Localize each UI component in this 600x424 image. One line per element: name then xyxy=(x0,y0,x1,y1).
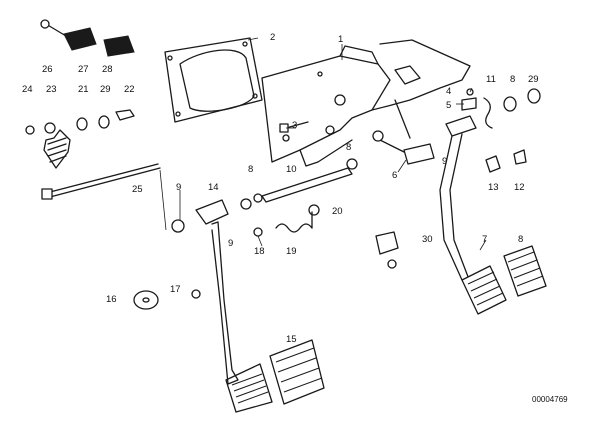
label-6: 6 xyxy=(392,170,397,181)
label-11: 11 xyxy=(486,74,496,85)
stop-light-switch xyxy=(372,130,435,165)
spring-assembly xyxy=(25,109,135,169)
label-12: 12 xyxy=(514,182,525,193)
pedal-pad-8 xyxy=(503,245,547,297)
document-id: 00004769 xyxy=(532,395,568,404)
label-30: 30 xyxy=(422,234,433,245)
label-22: 22 xyxy=(124,84,135,95)
label-9: 9 xyxy=(176,182,181,193)
label-13: 13 xyxy=(488,182,499,193)
return-spring xyxy=(253,204,320,237)
label-10: 10 xyxy=(286,164,297,175)
label-25: 25 xyxy=(132,184,143,195)
label-3: 3 xyxy=(292,120,297,131)
pedal-bracket xyxy=(261,39,471,167)
label-5: 5 xyxy=(446,100,451,111)
gasket-plate xyxy=(164,37,263,123)
washer-16 xyxy=(133,290,159,310)
label-8-mid: 8 xyxy=(248,164,253,175)
part-labels: 1 2 3 4 5 6 7 8 8 8 8 9 9 9 10 11 12 13 … xyxy=(22,32,568,404)
clutch-pedal xyxy=(171,193,273,413)
label-2: 2 xyxy=(270,32,275,43)
label-8: 8 xyxy=(518,234,523,245)
label-29-left: 29 xyxy=(100,84,111,95)
pedal-pad-15 xyxy=(269,339,325,405)
label-29: 29 xyxy=(528,74,539,85)
label-4: 4 xyxy=(446,86,451,97)
label-1: 1 xyxy=(338,34,343,45)
label-15: 15 xyxy=(286,334,297,345)
label-14: 14 xyxy=(208,182,219,193)
right-small-parts xyxy=(461,88,541,173)
label-8-upper: 8 xyxy=(510,74,515,85)
long-bolt xyxy=(41,163,161,200)
label-9-right: 9 xyxy=(442,156,447,167)
clip-17 xyxy=(191,289,201,299)
label-17: 17 xyxy=(170,284,181,295)
label-19: 19 xyxy=(286,246,297,257)
switch-30 xyxy=(375,231,399,269)
label-23: 23 xyxy=(46,84,57,95)
label-26: 26 xyxy=(42,64,53,75)
label-20: 20 xyxy=(332,206,343,217)
label-9-lower: 9 xyxy=(228,238,233,249)
leader-lines xyxy=(159,37,487,251)
label-18: 18 xyxy=(254,246,265,257)
label-27: 27 xyxy=(78,64,89,75)
push-rod xyxy=(261,158,358,203)
brake-pedal xyxy=(439,115,507,315)
label-24: 24 xyxy=(22,84,33,95)
label-28: 28 xyxy=(102,64,113,75)
label-21: 21 xyxy=(78,84,89,95)
rubber-stops xyxy=(40,19,135,57)
label-16: 16 xyxy=(106,294,117,305)
label-8-right: 8 xyxy=(346,142,351,153)
label-7: 7 xyxy=(482,234,487,245)
